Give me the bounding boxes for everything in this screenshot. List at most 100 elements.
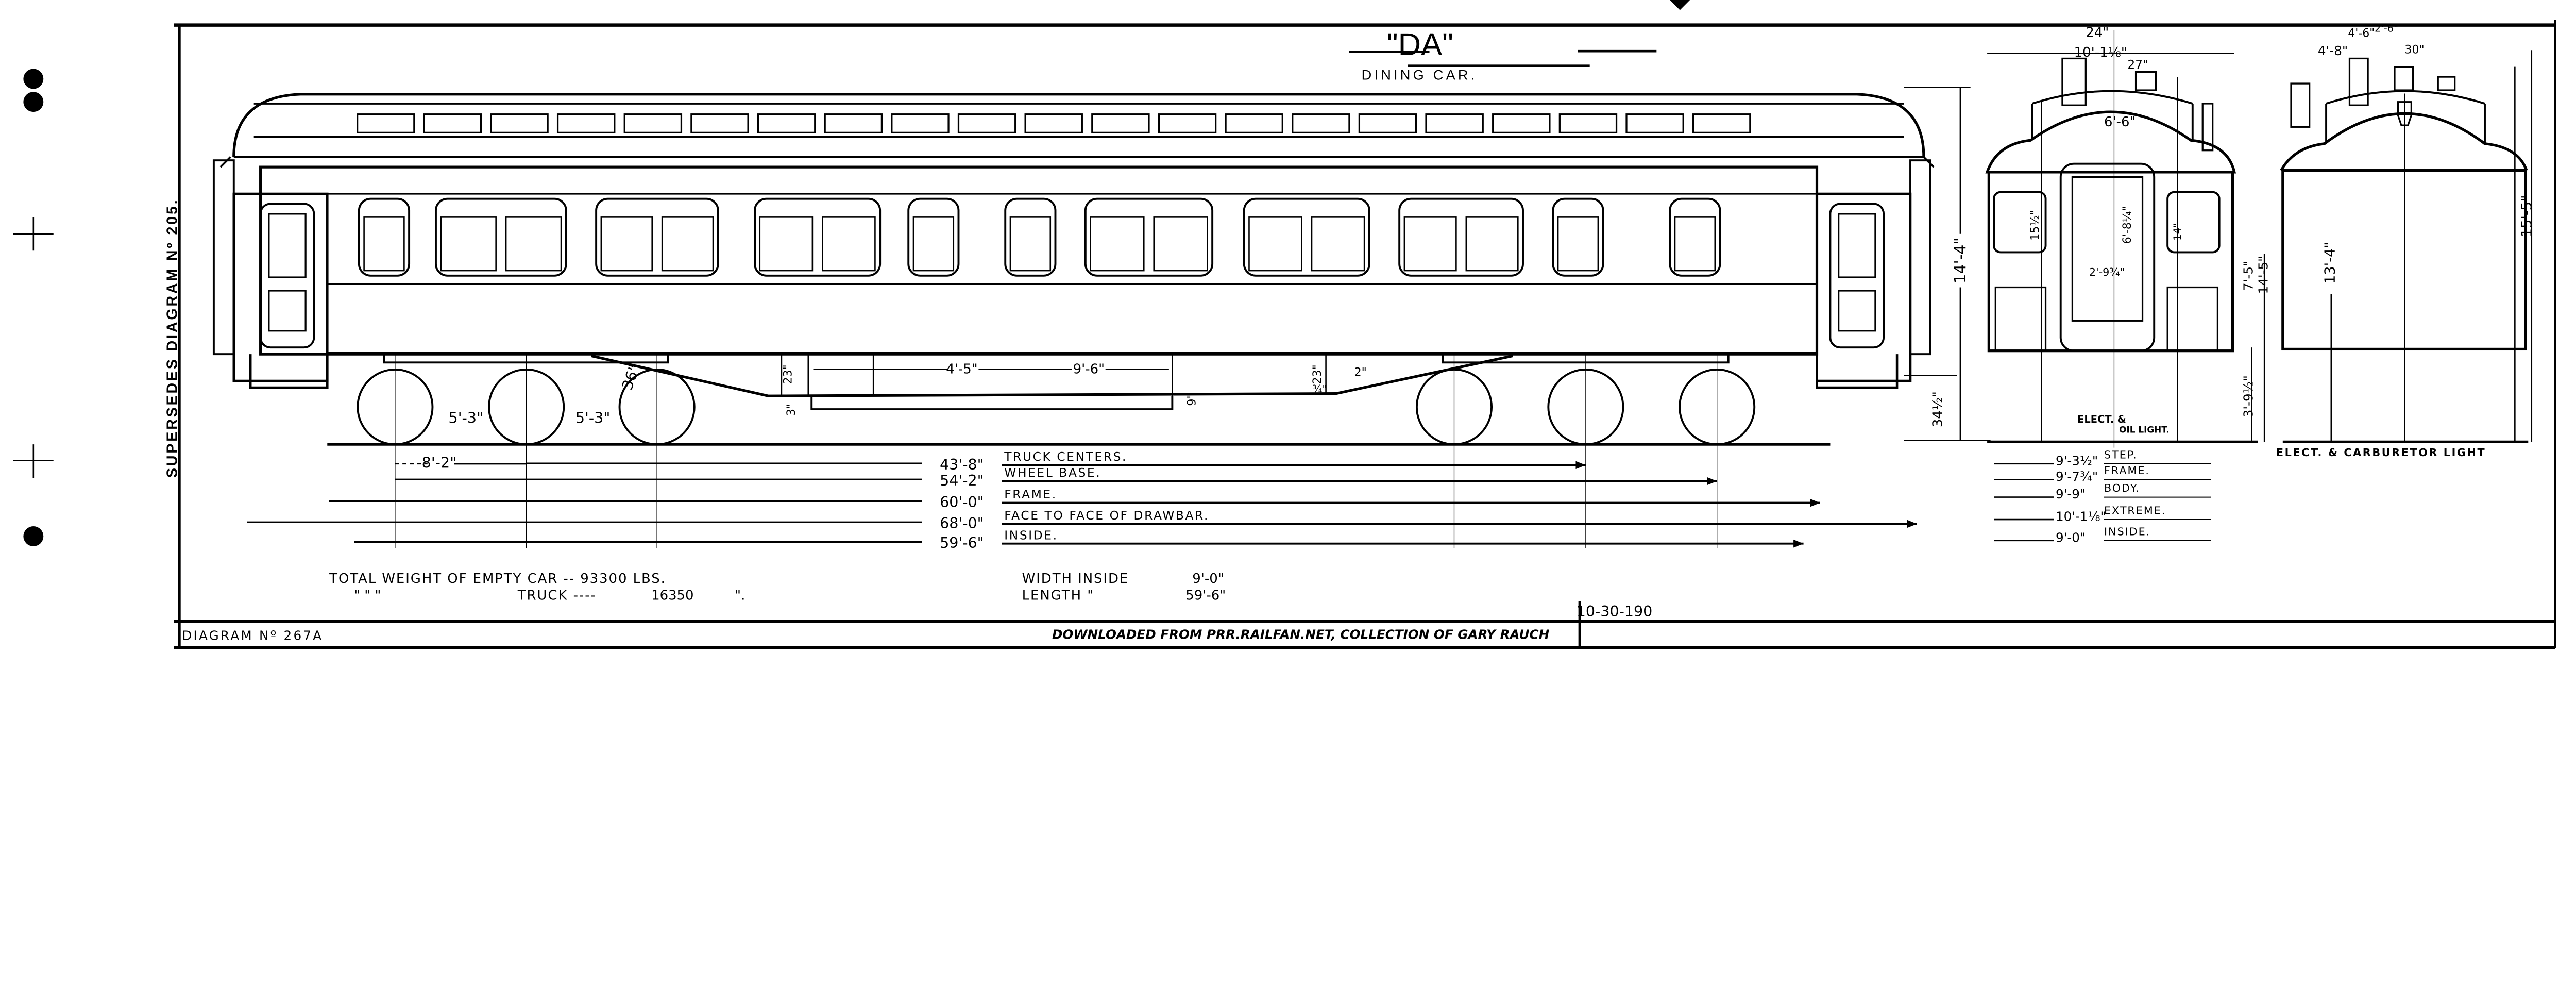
- clerestory-window: [1692, 113, 1751, 133]
- length-dimension: 43'-8" TRUCK CENTERS.: [526, 449, 1586, 473]
- car-class-title: "DA": [1387, 27, 1453, 62]
- dimension-value: 9'-9": [2056, 487, 2086, 501]
- supersedes-note: SUPERSEDES DIAGRAM Nº 205.: [164, 198, 181, 478]
- window: [358, 197, 411, 277]
- window: [1243, 197, 1370, 277]
- dim-underframe: 23": [782, 364, 794, 384]
- length-dimension: 68'-0" FACE TO FACE OF DRAWBAR.: [247, 508, 1917, 532]
- length-dimension: 54'-2" WHEEL BASE.: [395, 465, 1717, 489]
- end1-caption-2: OIL LIGHT.: [2119, 424, 2169, 434]
- dimension-value: 54'-2": [940, 472, 984, 489]
- dimension-label: INSIDE.: [1004, 528, 1058, 542]
- window: [907, 197, 960, 277]
- arrowhead: [1907, 520, 1917, 528]
- vestibule-left: [212, 159, 329, 389]
- dimension-value: 10'-1⅛": [2056, 509, 2106, 524]
- sheet-border: [174, 20, 2556, 649]
- length-dimensions: 43'-8" TRUCK CENTERS. 54'-2" WHEEL BASE. 60'…: [247, 449, 1917, 551]
- clerestory: [219, 103, 1935, 168]
- dimension-label: WHEEL BASE.: [1004, 465, 1101, 480]
- car-body-side: [259, 165, 1819, 356]
- credit-line: DOWNLOADED FROM PRR.RAILFAN.NET, COLLECT…: [1052, 627, 1550, 642]
- side-elevation: 5'-3" 5'-3" 36" 8'-2" 4'-5" 9'-6" 23" 23…: [212, 87, 1991, 548]
- dimension-value: 60'-0": [940, 494, 984, 511]
- arrowhead: [1707, 477, 1717, 486]
- dimension-value: 59'-6": [940, 534, 984, 551]
- dimension-value: 43'-8": [940, 456, 984, 473]
- clerestory-window: [357, 113, 415, 133]
- clerestory-window: [556, 113, 616, 133]
- truck-weight-value: 16350: [651, 588, 693, 604]
- underframe: [327, 352, 1817, 411]
- punch-hole: [23, 69, 44, 89]
- dim-wheel-spacing-2: 5'-3": [575, 410, 611, 427]
- dim-end1-width-top: 10'-1⅛": [2074, 45, 2127, 60]
- dim-underframe: 23": [1311, 364, 1324, 384]
- arrowhead: [1810, 498, 1820, 507]
- clerestory-window: [824, 113, 883, 133]
- dimension-value: 9'-0": [2056, 530, 2086, 545]
- clerestory-window: [1024, 113, 1083, 133]
- dim-end1-h1: 7'-5": [2241, 261, 2256, 291]
- dimension-value: 68'-0": [940, 515, 984, 532]
- truck-weight-unit: ".: [735, 588, 745, 604]
- dim-underframe: ¾": [1313, 383, 1327, 395]
- clerestory-window: [757, 113, 816, 133]
- end-view-oil-light: 24" 10'-1⅛" 27" 6'-6" 15½" 6'-8¼" 2'-9¾"…: [1985, 25, 2271, 448]
- dim-underframe: 4'-5": [946, 362, 977, 377]
- dim-end1-door: 6'-8¼": [2121, 206, 2134, 244]
- dim-truck-wheel-base: 8'-2": [422, 455, 457, 472]
- dimension-label: FRAME.: [2104, 464, 2150, 477]
- width-dimension: 9'-3½"STEP.: [1994, 448, 2211, 468]
- dim-end2-overall: 15'-5": [2519, 195, 2535, 237]
- width-dimension: 10'-1⅛"EXTREME.: [1994, 505, 2211, 524]
- dim-end1-window: 15½": [2029, 210, 2042, 241]
- dim-end1-roof: 6'-6": [2104, 114, 2136, 130]
- dim-underframe: 9'-6": [1073, 362, 1105, 377]
- clerestory-window: [1425, 113, 1484, 133]
- arrowhead: [1793, 539, 1804, 548]
- width-dimension: 9'-0"INSIDE.: [1994, 526, 2211, 545]
- clerestory-window: [1558, 113, 1618, 133]
- length-dimension: 59'-6" INSIDE.: [354, 528, 1804, 551]
- truck-frame: [1442, 354, 1730, 364]
- width-dimension: 9'-7¾"FRAME.: [1994, 464, 2211, 484]
- dimension-label: STEP.: [2104, 448, 2138, 461]
- window: [1084, 197, 1214, 277]
- end-view-carburetor-light: 4'-6" 4'-8" 2'-6" 30" 13'-4" 15'-5" ELEC…: [2276, 23, 2535, 459]
- crosshair-mark: [13, 444, 54, 478]
- dim-step-height: 34½": [1930, 391, 1946, 427]
- dimension-label: TRUCK CENTERS.: [1004, 449, 1127, 464]
- dim-end2-b: 4'-8": [2318, 43, 2348, 58]
- dim-underframe: 2": [1354, 366, 1367, 379]
- roof: [232, 93, 1925, 157]
- clerestory-window: [1158, 113, 1217, 133]
- punch-hole: [23, 92, 44, 112]
- arrowhead: [1575, 461, 1586, 470]
- dim-underframe: 3": [785, 404, 798, 416]
- width-dimensions: 9'-3½"STEP.9'-7¾"FRAME. 9'-9" BODY. 10'-1⅛"…: [1994, 448, 2211, 545]
- end2-caption: ELECT. & CARBURETOR LIGHT: [2276, 446, 2486, 459]
- length-inside-value: 59'-6": [1185, 588, 1226, 604]
- drawing-sheet: "DA" DINING CAR. SUPERSEDES DIAGRAM Nº 2…: [13, 0, 2556, 649]
- drawing-date: 10-30-190: [1577, 603, 1653, 620]
- clerestory-window: [1292, 113, 1350, 133]
- dim-end1-h2: 14'-5": [2256, 256, 2271, 294]
- punch-hole: [23, 526, 44, 546]
- window: [595, 197, 719, 277]
- length-dimension: 60'-0"FRAME.: [329, 487, 1820, 511]
- end1-caption: ELECT. &: [2077, 413, 2126, 425]
- dimension-label: FACE TO FACE OF DRAWBAR.: [1004, 508, 1209, 523]
- car-type-subtitle: DINING CAR.: [1362, 66, 1478, 82]
- window: [435, 197, 567, 277]
- side-windows: [358, 197, 1721, 277]
- dim-end1-offset: 27": [2127, 57, 2148, 72]
- clerestory-window: [623, 113, 683, 133]
- dim-end2-d: 30": [2404, 44, 2424, 57]
- width-dimension: 9'-9" BODY.: [1994, 482, 2211, 501]
- length-inside-label: LENGTH ": [1022, 588, 1094, 604]
- dim-end1-side-window: 14": [2172, 223, 2183, 241]
- window: [1552, 197, 1604, 277]
- window: [754, 197, 882, 277]
- dimension-label: BODY.: [2104, 482, 2140, 494]
